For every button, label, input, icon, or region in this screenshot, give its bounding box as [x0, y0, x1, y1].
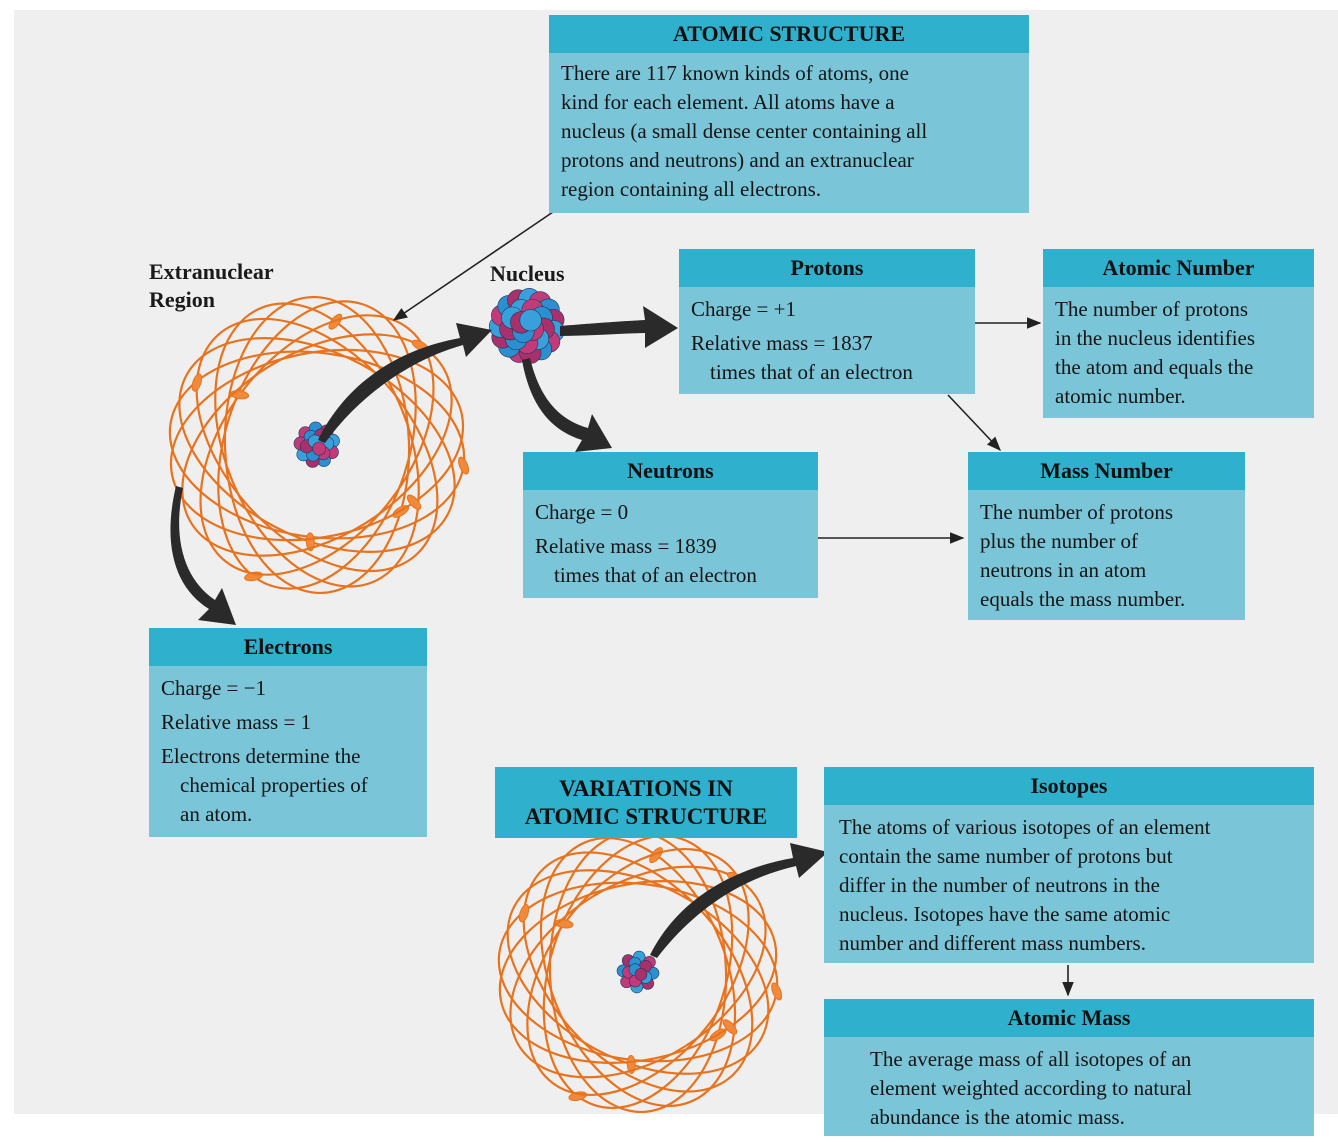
atom-illustration-small — [497, 830, 783, 1114]
extranuclear-region-label: Extranuclear Region — [149, 258, 274, 314]
neutrons-mass-cont: times that of an electron — [554, 563, 757, 587]
mass-number-line: plus the number of — [980, 529, 1139, 553]
arrow-nucleus-to-neutrons — [522, 358, 612, 452]
electron — [458, 456, 470, 475]
orbit-ring — [223, 295, 411, 595]
mass-number-title: Mass Number — [968, 452, 1245, 490]
protons-box: Protons Charge = +1 Relative mass = 1837… — [679, 249, 975, 394]
variations-title-line2: ATOMIC STRUCTURE — [524, 804, 768, 829]
variations-title-line1: VARIATIONS IN — [559, 776, 733, 801]
orbit-ring — [195, 317, 439, 573]
arrow-structure-to-extranuclear — [392, 211, 554, 321]
electrons-charge: Charge = −1 — [161, 676, 266, 700]
atomic-mass-line: element weighted according to natural — [870, 1076, 1192, 1100]
arrow-protons-to-mass-number — [947, 394, 1001, 452]
electron — [649, 847, 663, 864]
nucleus-label: Nucleus — [490, 261, 565, 286]
nucleus-icon — [488, 288, 565, 364]
electrons-mass: Relative mass = 1 — [161, 710, 312, 734]
extranuclear-label-line1: Extranuclear — [149, 259, 274, 284]
mass-number-box: Mass Number The number of protons plus t… — [968, 452, 1245, 620]
protons-mass: Relative mass = 1837 — [691, 331, 873, 355]
orbit-ring — [506, 869, 770, 1075]
orbit-ring — [498, 880, 778, 1064]
atomic-structure-box: ATOMIC STRUCTURE There are 117 known kin… — [549, 15, 1029, 213]
isotopes-line: The atoms of various isotopes of an elem… — [839, 815, 1211, 839]
arrow-atom-to-nucleus — [318, 323, 492, 443]
isotopes-line: nucleus. Isotopes have the same atomic — [839, 902, 1171, 926]
electron — [518, 904, 530, 923]
neutrons-mass: Relative mass = 1839 — [535, 534, 717, 558]
mass-number-line: neutrons in an atom — [980, 558, 1147, 582]
atomic-number-box: Atomic Number The number of protons in t… — [1043, 249, 1314, 418]
electron — [191, 373, 203, 392]
atomic-mass-line: abundance is the atomic mass. — [870, 1105, 1125, 1129]
orbit-ring — [217, 300, 417, 590]
atomic-structure-line: kind for each element. All atoms have a — [561, 90, 895, 114]
orbit-ring — [178, 337, 456, 553]
nucleon — [519, 309, 542, 332]
electrons-title: Electrons — [149, 628, 427, 666]
isotopes-line: differ in the number of neutrons in the — [839, 873, 1160, 897]
atomic-mass-box: Atomic Mass The average mass of all isot… — [824, 999, 1314, 1136]
orbit-ring — [169, 348, 465, 542]
isotopes-box: Isotopes The atoms of various isotopes o… — [824, 767, 1314, 963]
isotopes-title: Isotopes — [824, 767, 1314, 805]
atomic-structure-line: nucleus (a small dense center containing… — [561, 119, 928, 143]
protons-title: Protons — [679, 249, 975, 287]
orbit-ring — [199, 314, 435, 576]
electron — [406, 494, 422, 510]
electrons-desc-cont: an atom. — [180, 802, 253, 826]
atomic-number-line: The number of protons — [1055, 297, 1249, 321]
orbit-ring — [214, 302, 420, 588]
atomic-mass-line: The average mass of all isotopes of an — [870, 1047, 1192, 1071]
neutrons-charge: Charge = 0 — [535, 500, 629, 524]
orbit-ring — [181, 333, 453, 557]
electrons-desc-cont: chemical properties of — [180, 773, 368, 797]
electrons-box: Electrons Charge = −1 Relative mass = 1 … — [149, 628, 427, 837]
electron — [722, 1019, 738, 1035]
protons-mass-cont: times that of an electron — [710, 360, 913, 384]
electron — [305, 532, 315, 552]
atomic-number-title: Atomic Number — [1043, 249, 1314, 287]
orbit-ring — [526, 847, 750, 1097]
electron — [771, 982, 783, 1001]
nucleon — [634, 968, 648, 981]
nucleon — [312, 441, 327, 456]
atomic-number-line: atomic number. — [1055, 384, 1186, 408]
electrons-desc: Electrons determine the — [161, 744, 361, 768]
orbit-ring — [522, 851, 754, 1093]
mass-number-line: The number of protons — [980, 500, 1174, 524]
orbit-ring — [539, 836, 737, 1108]
atom-illustration — [168, 295, 470, 595]
atomic-structure-line: There are 117 known kinds of atoms, one — [561, 61, 909, 85]
extranuclear-label-line2: Region — [149, 287, 215, 312]
atomic-structure-title: ATOMIC STRUCTURE — [549, 15, 1029, 53]
atomic-structure-line: region containing all electrons. — [561, 177, 822, 201]
atomic-number-line: in the nucleus identifies — [1055, 326, 1256, 350]
arrow-nucleus-to-protons — [560, 306, 678, 348]
isotopes-line: number and different mass numbers. — [839, 931, 1146, 955]
arrow-atom-to-electrons — [170, 486, 236, 625]
atomic-mass-title: Atomic Mass — [824, 999, 1314, 1037]
arrow-atom-to-isotopes — [650, 843, 828, 958]
atomic-structure-line: protons and neutrons) and an extranuclea… — [561, 148, 914, 172]
mass-number-line: equals the mass number. — [980, 587, 1186, 611]
protons-charge: Charge = +1 — [691, 297, 796, 321]
neutrons-title: Neutrons — [523, 452, 818, 490]
variations-title: VARIATIONS IN ATOMIC STRUCTURE — [495, 767, 797, 838]
orbit-ring — [542, 835, 734, 1109]
orbit-ring — [509, 865, 767, 1079]
neutrons-box: Neutrons Charge = 0 Relative mass = 1839… — [523, 452, 818, 598]
atomic-number-line: the atom and equals the — [1055, 355, 1254, 379]
isotopes-line: contain the same number of protons but — [839, 844, 1173, 868]
